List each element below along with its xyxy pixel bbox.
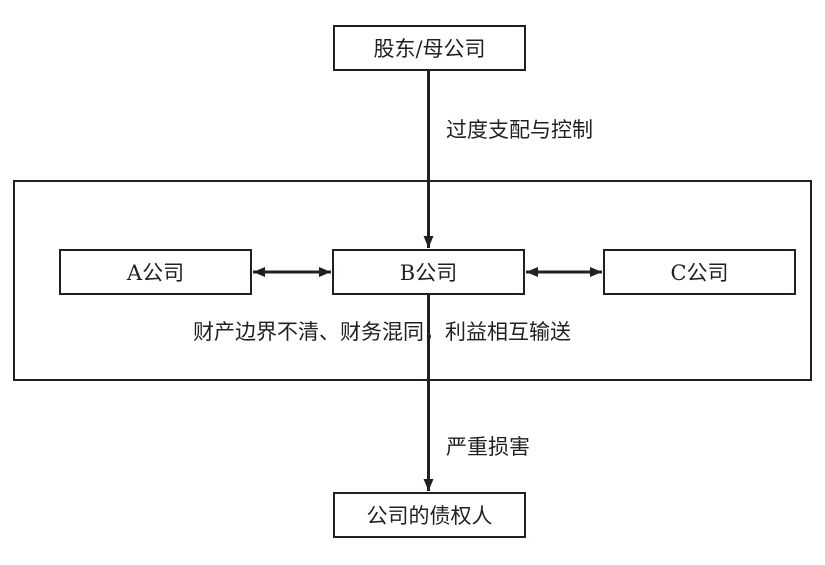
shareholder-parent-label: 股东/母公司 [373, 37, 486, 61]
control-edge-label: 过度支配与控制 [446, 118, 593, 142]
company-b-node: B公司 [332, 249, 525, 295]
group-note-label: 财产边界不清、财务混同，利益相互输送 [193, 320, 571, 344]
company-b-label: B公司 [399, 261, 458, 285]
harm-edge-label: 严重损害 [446, 435, 530, 459]
company-c-node: C公司 [603, 249, 796, 295]
company-a-label: A公司 [126, 261, 185, 285]
creditors-label: 公司的债权人 [366, 504, 493, 528]
affiliated-companies-group [13, 180, 812, 381]
company-a-node: A公司 [59, 249, 252, 295]
company-c-label: C公司 [670, 261, 729, 285]
creditors-node: 公司的债权人 [333, 492, 526, 538]
shareholder-parent-node: 股东/母公司 [333, 25, 526, 71]
